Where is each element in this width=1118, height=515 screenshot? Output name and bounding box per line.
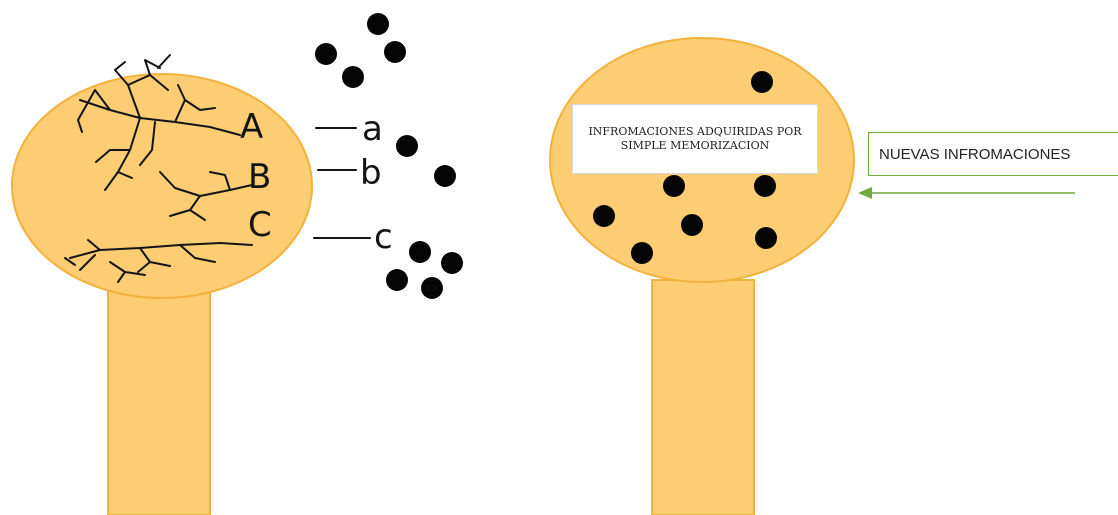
new-info-callout: NUEVAS INFROMACIONES [868,132,1118,176]
label-lower-b: b [360,153,382,193]
left-stem [107,287,211,515]
label-upper-b: B [248,157,271,197]
label-lower-c: c [374,217,393,257]
dot [751,71,773,93]
branch-c [64,239,253,283]
memorized-info-text: INFROMACIONES ADQUIRIDAS POR SIMPLE MEMO… [588,125,802,152]
new-info-text: NUEVAS INFROMACIONES [879,145,1071,163]
dot [631,242,653,264]
dot [663,175,685,197]
left-head [11,73,313,299]
label-upper-c: C [248,205,272,245]
stored-dots [593,71,777,264]
dot [421,277,443,299]
dot [386,269,408,291]
dot [434,165,456,187]
dot [593,205,615,227]
right-stem [651,279,755,515]
branch-a [77,54,241,191]
dot [367,13,389,35]
dot [681,214,703,236]
arrow-icon [858,187,1075,199]
left-figure: A B C a b c [11,13,463,515]
dot [754,175,776,197]
memorized-info-box: INFROMACIONES ADQUIRIDAS POR SIMPLE MEMO… [572,104,818,174]
dot [315,43,337,65]
dot [384,41,406,63]
left-branches [64,54,253,283]
branch-b [159,171,253,221]
dot [755,227,777,249]
label-upper-a: A [240,107,263,147]
dot [396,135,418,157]
label-lower-a: a [362,109,383,149]
dot [342,66,364,88]
dot [441,252,463,274]
dot [409,241,431,263]
floating-dots [315,13,463,299]
